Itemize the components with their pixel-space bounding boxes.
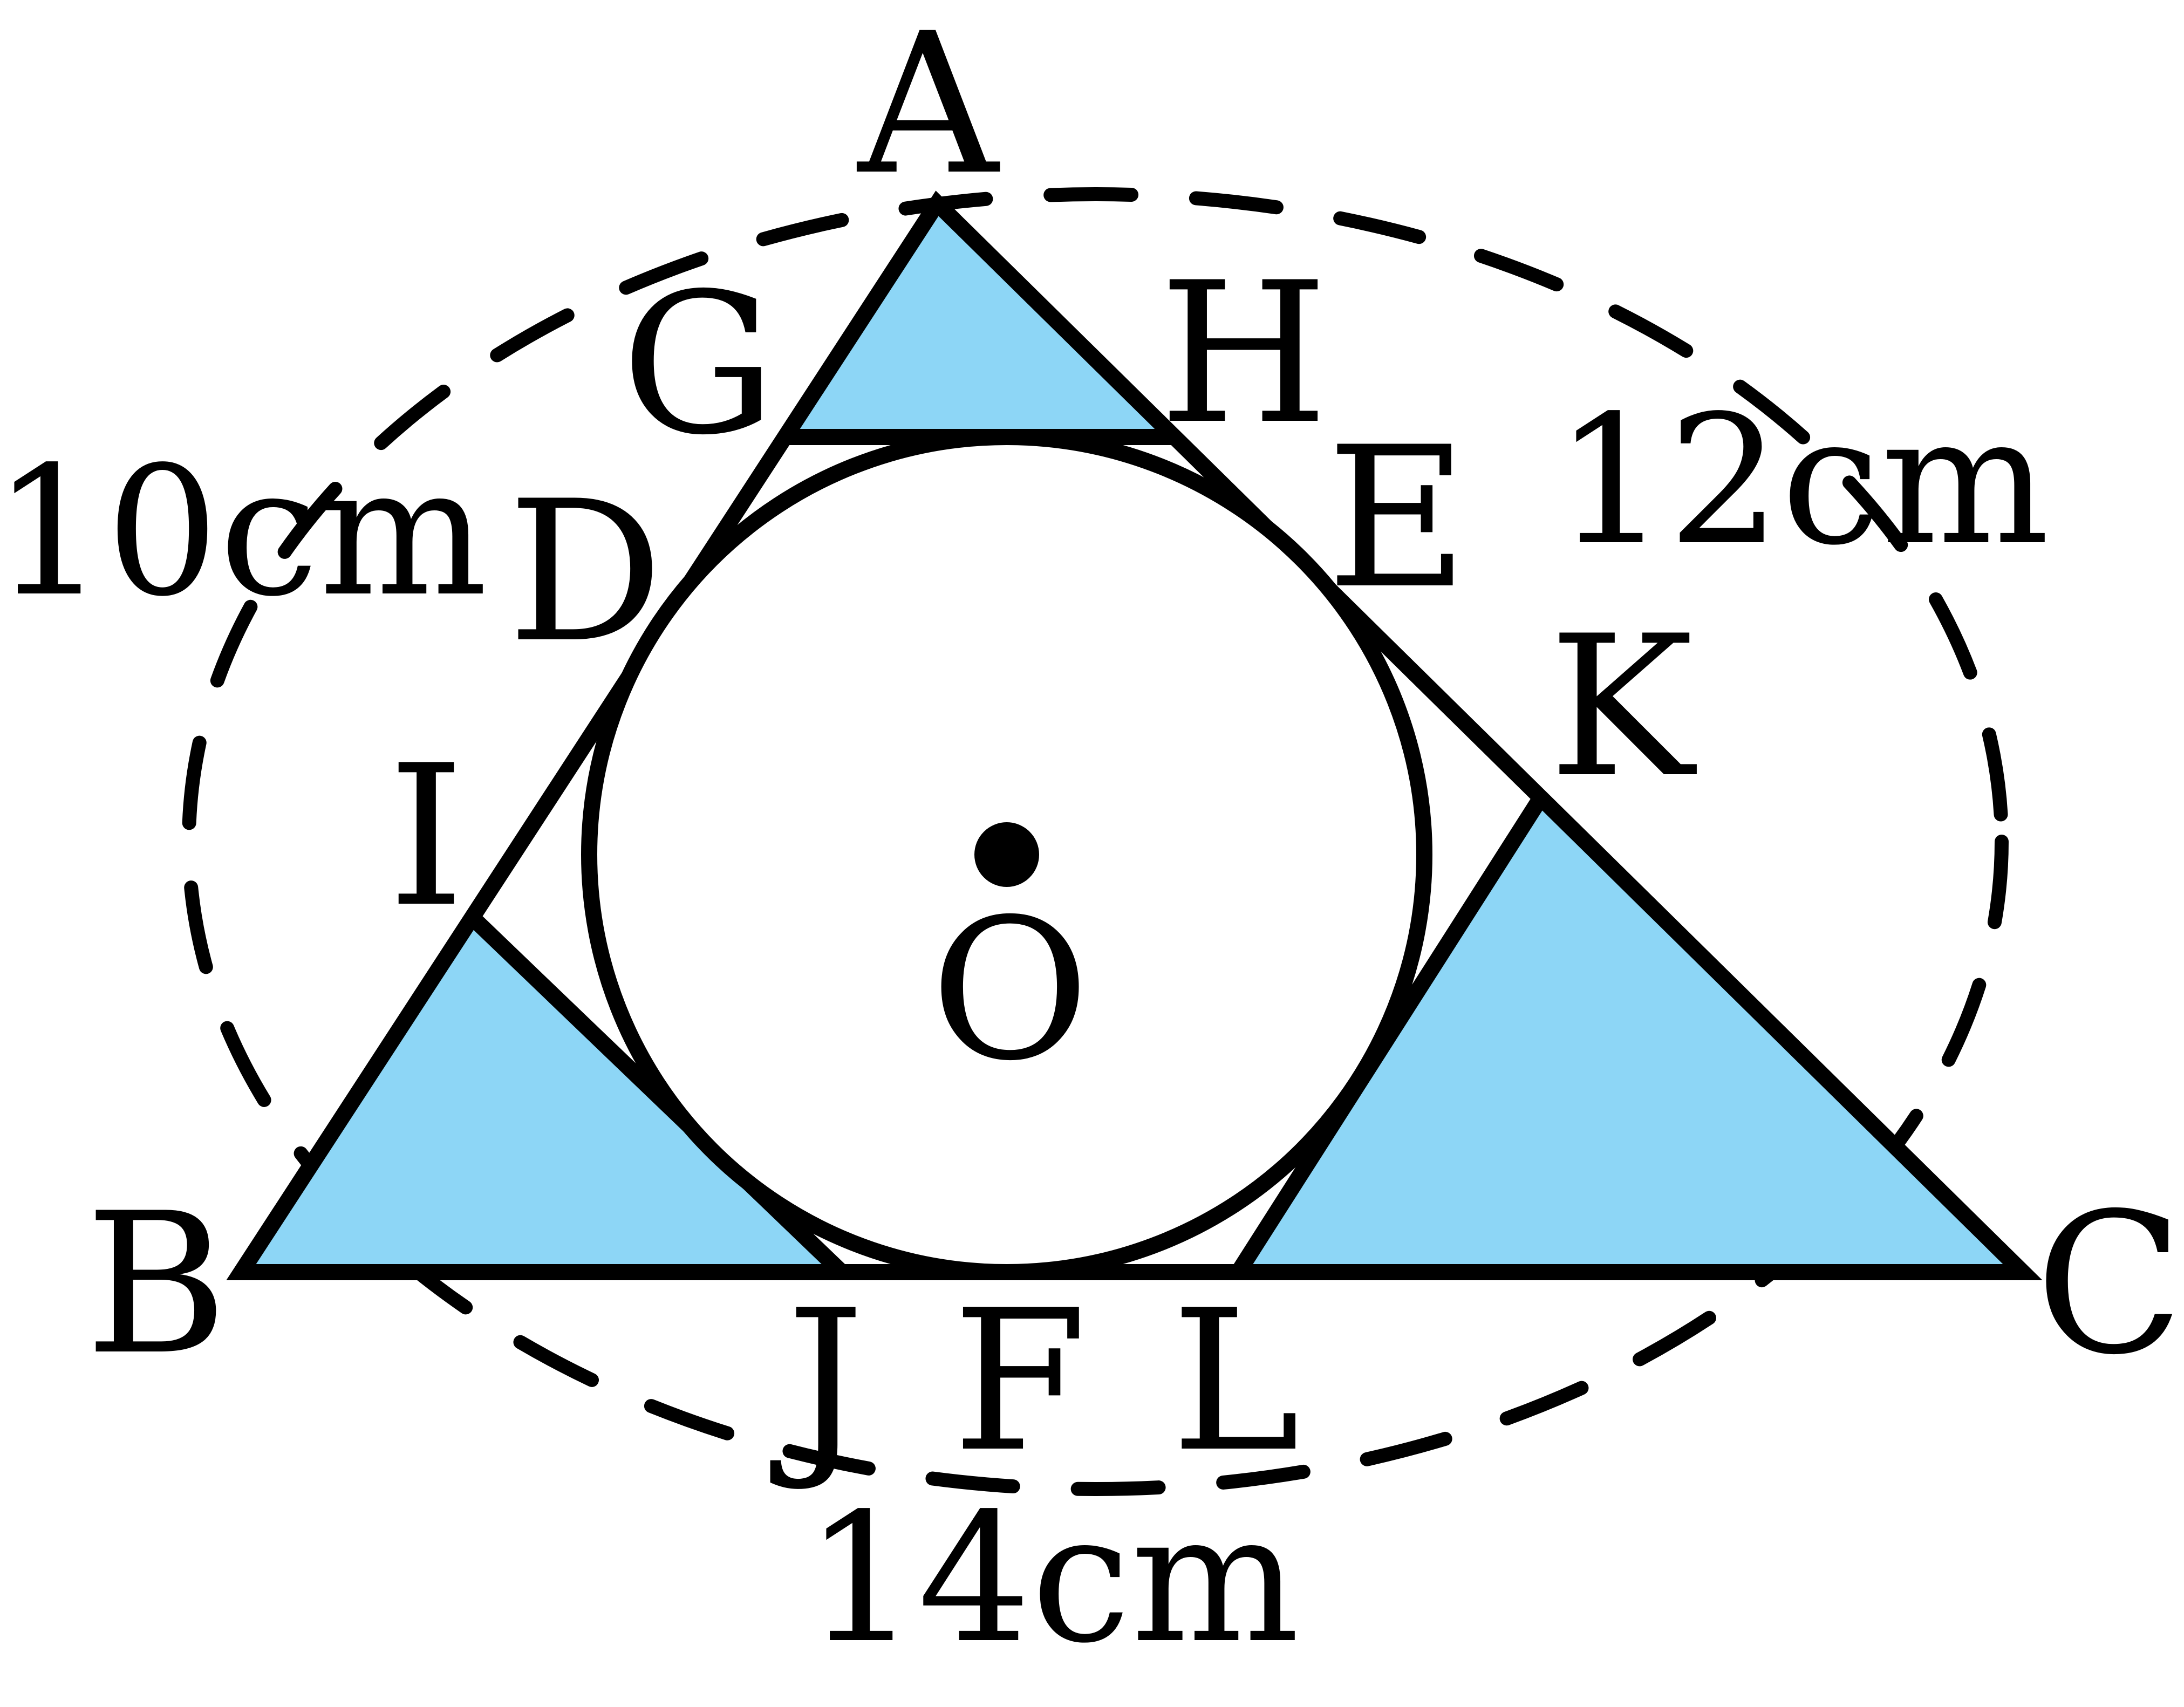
dimension-bc: 14cm xyxy=(804,1475,1300,1682)
triangle-abc xyxy=(226,190,2043,1280)
dimension-ab: 10cm xyxy=(0,428,488,636)
label-k: K xyxy=(1549,594,1698,820)
label-i: I xyxy=(388,723,465,950)
label-g: G xyxy=(621,251,776,477)
triangle-top-shaded xyxy=(786,203,1175,437)
dimension-ac: 12cm xyxy=(1554,377,2050,584)
label-c: C xyxy=(2035,1171,2183,1397)
label-o: O xyxy=(930,877,1089,1103)
triangle-right-shaded xyxy=(1238,797,2023,1272)
label-d: D xyxy=(508,459,664,685)
dashed-ellipse xyxy=(182,187,2009,1496)
label-f: F xyxy=(952,1268,1087,1494)
label-a: A xyxy=(855,0,1000,217)
label-e: E xyxy=(1327,405,1469,631)
label-b: B xyxy=(85,1171,228,1397)
label-j: J xyxy=(768,1268,864,1494)
label-l: L xyxy=(1171,1268,1300,1494)
triangle-left-shaded xyxy=(241,921,842,1272)
label-h: H xyxy=(1159,241,1328,467)
center-point-o xyxy=(974,822,1039,887)
